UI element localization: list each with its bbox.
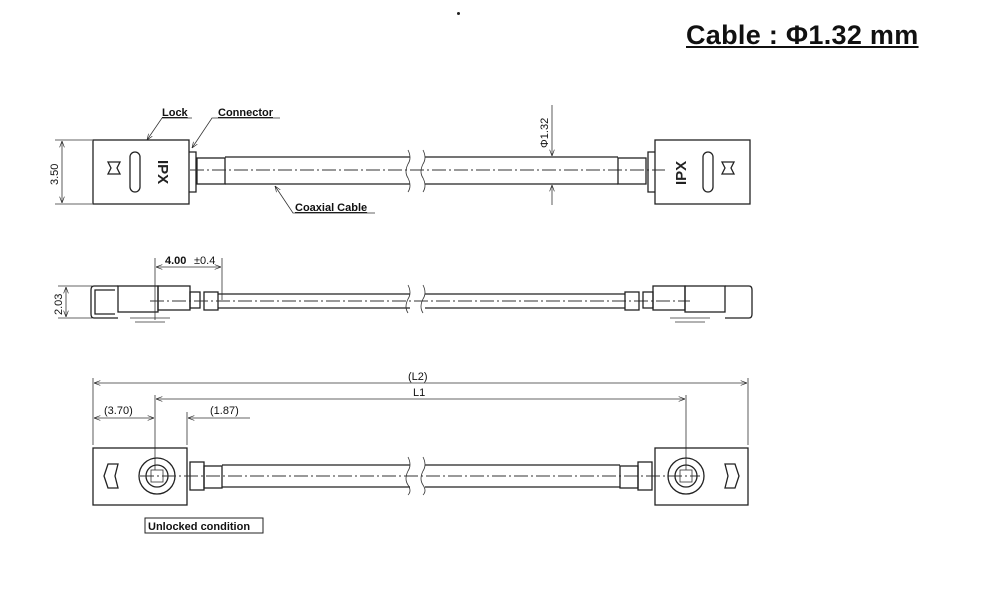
left-offset-dim: (3.70) [104,405,133,417]
cable-spec-title: Cable : Φ1.32 mm [686,20,919,50]
left-connector [189,151,197,193]
right-brand-mark: IPX [673,161,690,185]
tolerance-text: ±0.4 [194,255,215,267]
unlocked-condition-label: Unlocked condition [148,521,250,533]
center-offset-dim: (1.87) [210,405,239,417]
side-view: 4.00 ±0.4 2.03 [53,255,753,323]
diameter-dim: Φ1.32 [539,118,551,148]
unlocked-condition-box [144,517,264,534]
left-lock-slot [106,161,122,175]
bottom-view: (L2) L1 (3.70) (1.87) Unlocked condition [92,371,749,534]
lock-callout: Lock [162,107,189,119]
top-view: IPX IPX 3.50 Φ1.32 Lock Connector Coaxia… [49,105,751,214]
height-dim-2-03: 2.03 [53,294,65,315]
connector-callout: Connector [218,107,274,119]
height-dim-3-50: 3.50 [49,164,61,185]
l1-dim: L1 [413,387,425,399]
dot-mark [457,12,460,15]
right-crimp [617,157,647,185]
left-brand-mark: IPX [154,160,171,184]
coaxial-cable-callout: Coaxial Cable [295,202,367,214]
right-lock-body [654,139,751,205]
l2-dim: (L2) [408,371,428,383]
right-connector [647,151,655,193]
left-crimp [196,157,226,185]
length-dim-4-00: 4.00 [165,255,186,267]
left-lock-window [129,151,141,193]
left-lock-body [92,139,190,205]
